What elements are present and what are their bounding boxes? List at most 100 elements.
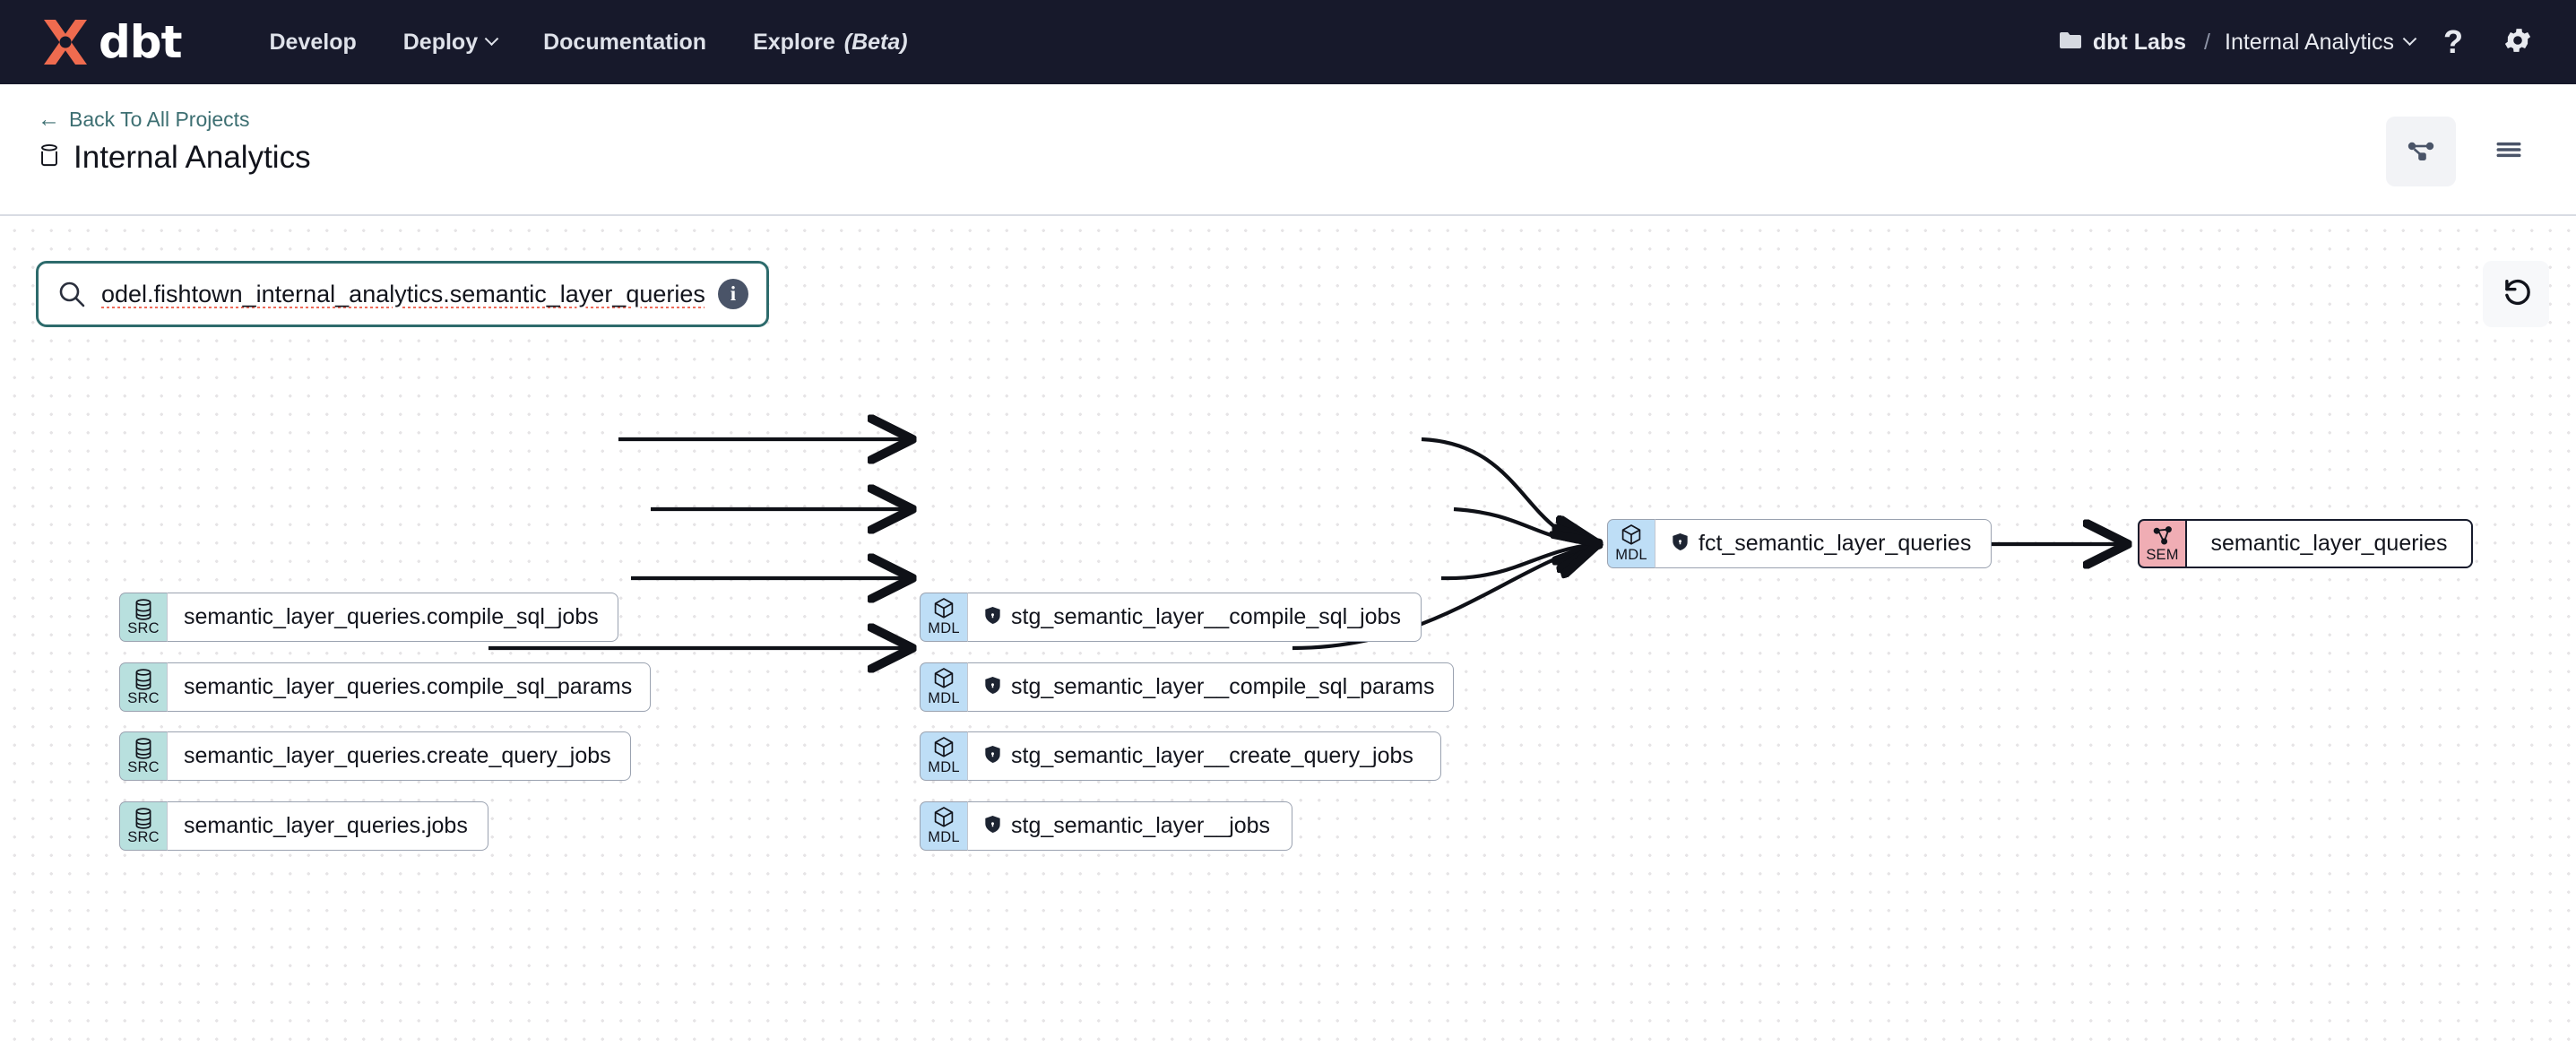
- cube-icon: [1621, 524, 1642, 547]
- reset-rotate-icon: [2500, 276, 2532, 313]
- nav-item-explore-label: Explore: [753, 29, 835, 55]
- search-bar[interactable]: odel.fishtown_internal_analytics.semanti…: [36, 261, 769, 327]
- lineage-node-mdl-fct-semantic-layer-queries[interactable]: MDL fct_semantic_layer_queries: [1607, 519, 1992, 568]
- node-label: semantic_layer_queries.create_query_jobs: [184, 743, 611, 768]
- project-name-label: Internal Analytics: [2225, 29, 2394, 55]
- node-body[interactable]: semantic_layer_queries.compile_sql_jobs: [167, 593, 618, 642]
- lineage-node-src-jobs[interactable]: SRC semantic_layer_queries.jobs: [119, 801, 488, 851]
- nav-item-develop[interactable]: Develop: [246, 21, 379, 65]
- brand-wordmark: dbt: [99, 16, 182, 68]
- nav-item-deploy-label: Deploy: [402, 29, 479, 55]
- question-mark-icon: ?: [2443, 23, 2463, 60]
- node-type-badge-mdl: MDL: [920, 731, 967, 781]
- database-cylinder-icon: [134, 667, 153, 691]
- nav-item-documentation[interactable]: Documentation: [520, 21, 730, 65]
- node-label: semantic_layer_queries.compile_sql_param…: [184, 674, 633, 699]
- node-type-label: SRC: [127, 829, 160, 846]
- node-type-label: MDL: [928, 829, 960, 846]
- shield-icon: [984, 606, 1001, 629]
- search-icon: [56, 279, 87, 309]
- node-body[interactable]: stg_semantic_layer__create_query_jobs: [967, 731, 1441, 781]
- lineage-canvas[interactable]: odel.fishtown_internal_analytics.semanti…: [0, 218, 2576, 1047]
- node-type-badge-src: SRC: [119, 593, 167, 642]
- node-body[interactable]: stg_semantic_layer__compile_sql_jobs: [967, 593, 1422, 642]
- project-selector[interactable]: Internal Analytics: [2225, 29, 2417, 56]
- nav-item-explore[interactable]: Explore (Beta): [730, 21, 931, 65]
- cube-icon: [933, 597, 955, 620]
- dbt-logo-icon: [38, 16, 93, 68]
- arrow-left-icon: ←: [38, 107, 60, 132]
- node-type-badge-src: SRC: [119, 731, 167, 781]
- database-cylinder-icon: [134, 806, 153, 830]
- lineage-node-mdl-stg-create-query-jobs[interactable]: MDL stg_semantic_layer__create_query_job…: [920, 731, 1441, 781]
- node-type-badge-sem: SEM: [2138, 519, 2185, 568]
- nav-item-deploy[interactable]: Deploy: [380, 21, 520, 65]
- node-type-label: MDL: [928, 690, 960, 707]
- lineage-node-mdl-stg-compile-sql-jobs[interactable]: MDL stg_semantic_layer__compile_sql_jobs: [920, 593, 1422, 642]
- top-navbar: dbt Develop Deploy Documentation Explore…: [0, 0, 2576, 84]
- shield-icon: [984, 745, 1001, 768]
- semantic-node-icon: [2152, 524, 2174, 547]
- lineage-node-src-compile-sql-jobs[interactable]: SRC semantic_layer_queries.compile_sql_j…: [119, 593, 618, 642]
- edge-mdl3-fct1: [1440, 544, 1595, 581]
- cube-icon: [933, 806, 955, 829]
- reset-view-button[interactable]: [2483, 261, 2549, 327]
- database-cylinder-icon: [134, 597, 153, 621]
- node-type-badge-mdl: MDL: [920, 801, 967, 851]
- edge-mdl4-fct1: [1292, 544, 1595, 651]
- info-icon[interactable]: i: [718, 279, 748, 309]
- node-type-badge-mdl: MDL: [920, 662, 967, 712]
- lineage-node-mdl-stg-compile-sql-params[interactable]: MDL stg_semantic_layer__compile_sql_para…: [920, 662, 1454, 712]
- help-button[interactable]: ?: [2427, 16, 2479, 68]
- lineage-node-src-compile-sql-params[interactable]: SRC semantic_layer_queries.compile_sql_p…: [119, 662, 651, 712]
- shield-icon: [984, 815, 1001, 838]
- brand-logo-link[interactable]: dbt: [38, 16, 182, 68]
- lineage-edges: [488, 218, 2576, 1047]
- navbar-right-group: dbt Labs / Internal Analytics ?: [2055, 16, 2544, 68]
- org-selector[interactable]: dbt Labs: [2055, 30, 2190, 56]
- node-body[interactable]: semantic_layer_queries.jobs: [167, 801, 488, 851]
- node-type-label: SRC: [127, 690, 160, 707]
- shield-icon: [1672, 532, 1689, 556]
- primary-nav: Develop Deploy Documentation Explore (Be…: [246, 21, 930, 65]
- lineage-node-sem-semantic-layer-queries[interactable]: SEM semantic_layer_queries: [2138, 519, 2473, 568]
- org-name-label: dbt Labs: [2092, 29, 2187, 55]
- node-label: stg_semantic_layer__jobs: [1011, 813, 1271, 838]
- node-label: stg_semantic_layer__compile_sql_jobs: [1011, 604, 1401, 629]
- menu-button[interactable]: [2474, 117, 2544, 186]
- node-label: semantic_layer_queries.compile_sql_jobs: [184, 604, 599, 629]
- node-body[interactable]: semantic_layer_queries: [2185, 519, 2473, 568]
- node-body[interactable]: stg_semantic_layer__jobs: [967, 801, 1292, 851]
- lineage-node-mdl-stg-jobs[interactable]: MDL stg_semantic_layer__jobs: [920, 801, 1292, 851]
- node-label: semantic_layer_queries: [2210, 531, 2448, 556]
- node-label: stg_semantic_layer__create_query_jobs: [1011, 743, 1413, 768]
- gear-icon: [2502, 24, 2534, 61]
- node-type-label: MDL: [928, 620, 960, 637]
- hamburger-menu-icon: [2494, 134, 2524, 169]
- node-type-label: SRC: [127, 759, 160, 776]
- chevron-down-icon: [484, 30, 499, 46]
- shield-icon: [984, 676, 1001, 699]
- node-body[interactable]: fct_semantic_layer_queries: [1655, 519, 1992, 568]
- node-body[interactable]: semantic_layer_queries.create_query_jobs: [167, 731, 631, 781]
- subheader-actions: [2386, 117, 2544, 186]
- lineage-node-src-create-query-jobs[interactable]: SRC semantic_layer_queries.create_query_…: [119, 731, 631, 781]
- nav-item-documentation-label: Documentation: [543, 29, 707, 55]
- settings-button[interactable]: [2492, 16, 2544, 68]
- breadcrumb-separator: /: [2204, 29, 2210, 55]
- node-body[interactable]: stg_semantic_layer__compile_sql_params: [967, 662, 1454, 712]
- node-body[interactable]: semantic_layer_queries.compile_sql_param…: [167, 662, 651, 712]
- node-type-label: MDL: [1615, 547, 1647, 564]
- lineage-view-button[interactable]: [2386, 117, 2456, 186]
- nav-item-develop-label: Develop: [269, 29, 357, 55]
- cube-icon: [933, 667, 955, 690]
- chevron-down-icon: [2402, 30, 2417, 46]
- node-type-badge-src: SRC: [119, 662, 167, 712]
- back-to-all-projects-link[interactable]: ← Back To All Projects: [38, 108, 250, 132]
- node-type-badge-src: SRC: [119, 801, 167, 851]
- search-input[interactable]: odel.fishtown_internal_analytics.semanti…: [101, 280, 705, 307]
- cube-icon: [933, 736, 955, 759]
- lineage-graph-icon: [2406, 134, 2436, 169]
- edge-mdl1-fct1: [1421, 437, 1595, 544]
- back-to-all-projects-label: Back To All Projects: [69, 108, 250, 131]
